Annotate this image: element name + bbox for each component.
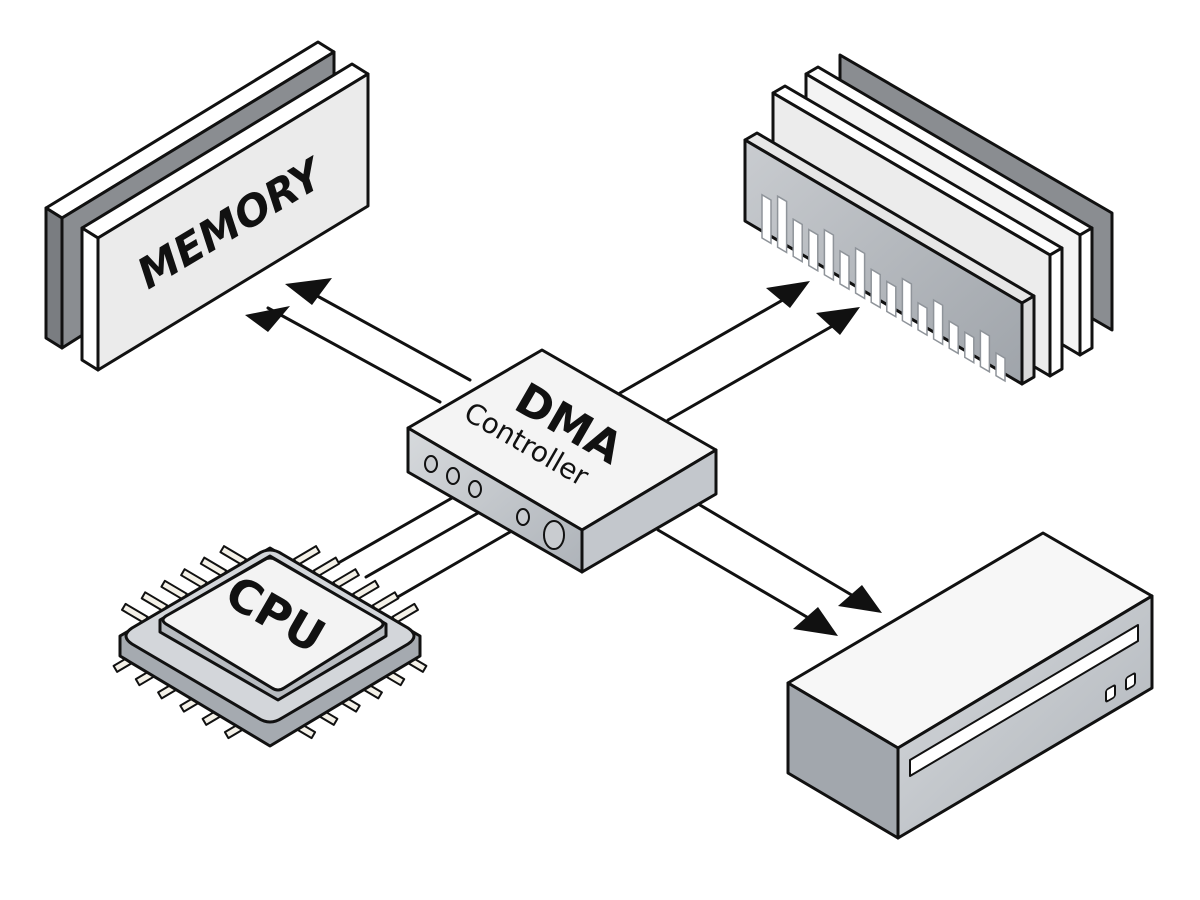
device-bar	[823, 228, 835, 282]
storage-drive[interactable]	[786, 531, 1154, 840]
memory-back-panel-side	[44, 206, 64, 350]
device-bar	[932, 298, 944, 346]
device-bar	[964, 330, 975, 364]
device-card-3-side	[1078, 226, 1094, 357]
device-bar-graph	[761, 193, 1006, 383]
arrowhead-device-1	[766, 281, 810, 308]
arrowhead-device-2	[816, 307, 860, 335]
arrow-to-memory-1	[266, 306, 442, 404]
arrowhead-memory-2	[285, 278, 332, 305]
drive-button-2[interactable]	[1125, 672, 1136, 691]
arrowhead-memory-1	[245, 306, 290, 332]
arrow-to-memory-2	[308, 290, 472, 382]
device-bar	[979, 329, 991, 374]
arrow-to-device-2	[666, 322, 838, 422]
arrow-to-storage-2	[656, 528, 814, 622]
line-to-cpu-2	[364, 511, 480, 579]
device-card-2-side	[1048, 246, 1064, 378]
arrow-to-storage-1	[698, 503, 857, 599]
io-device-cards[interactable]	[743, 53, 1114, 386]
dma-port-1[interactable]	[424, 455, 438, 473]
arrowhead-storage-1	[838, 585, 882, 613]
device-bar	[854, 246, 866, 300]
drive-button-1[interactable]	[1105, 684, 1116, 703]
dma-port-2[interactable]	[446, 467, 460, 485]
cpu-die-top	[161, 556, 385, 692]
line-to-cpu-1	[338, 496, 454, 564]
device-card-1-side	[1020, 294, 1036, 386]
device-bar	[917, 301, 928, 337]
device-bar	[886, 280, 897, 319]
memory-module[interactable]: MEMORY	[44, 40, 370, 372]
device-bar	[948, 319, 959, 355]
device-bar	[995, 351, 1006, 383]
device-bar	[839, 249, 850, 291]
device-bar	[870, 267, 881, 309]
dma-right	[580, 448, 718, 574]
memory-front-panel-side	[80, 226, 100, 372]
device-bar	[761, 193, 772, 245]
arrowhead-storage-2	[793, 607, 838, 636]
line-to-cpu-3	[394, 530, 512, 600]
dma-port-4[interactable]	[516, 508, 530, 526]
cpu-chip[interactable]: CPU	[112, 545, 428, 748]
dma-port-5[interactable]	[543, 520, 565, 550]
arrow-to-device-1	[618, 295, 790, 395]
device-bar	[808, 228, 819, 273]
drive-disc-slot[interactable]	[909, 624, 1139, 777]
dma-port-3[interactable]	[468, 480, 482, 498]
device-bar	[901, 277, 913, 328]
device-bar	[776, 194, 788, 254]
dma-controller[interactable]: DMA Controller	[406, 348, 718, 574]
connections	[245, 278, 882, 636]
device-bar	[792, 217, 803, 263]
